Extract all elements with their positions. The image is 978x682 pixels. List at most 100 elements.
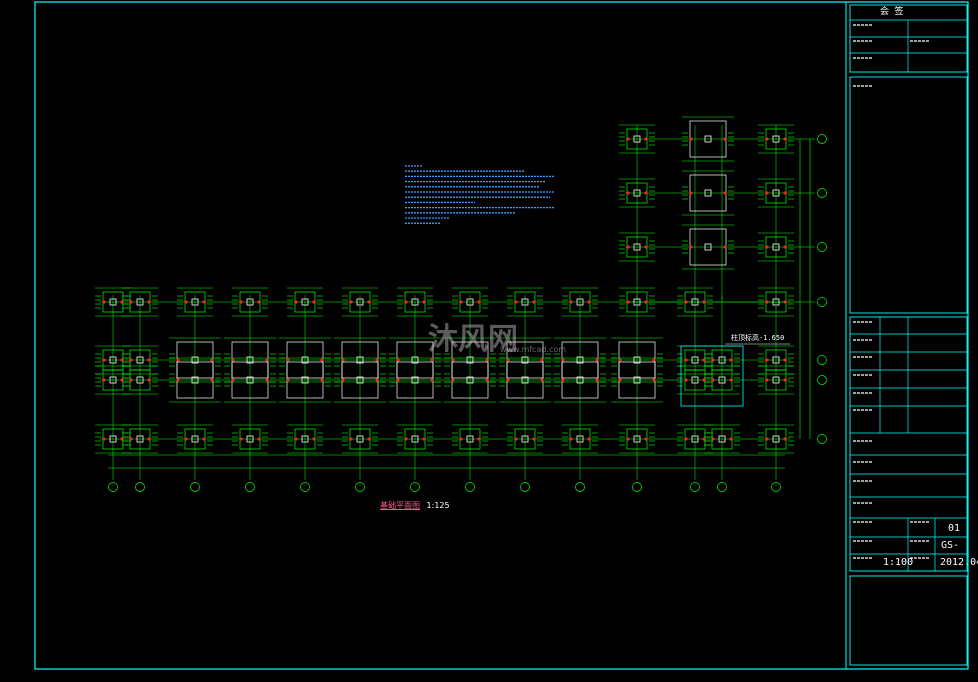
anchor-mark — [312, 300, 316, 304]
anchor-mark — [210, 358, 214, 362]
footing-group — [704, 424, 740, 454]
footing-group — [397, 287, 433, 317]
title-block-sign-header: 会 签 — [880, 7, 904, 17]
anchor-mark — [644, 437, 648, 441]
drawing-scale: 1:100 — [883, 557, 914, 568]
axis-bubble — [410, 482, 420, 492]
footing-group — [507, 424, 543, 454]
column-box — [521, 298, 529, 306]
column-box — [411, 435, 419, 443]
footing-group — [619, 232, 655, 262]
footing-group — [619, 424, 655, 454]
anchor-mark — [506, 378, 510, 382]
column-box — [246, 298, 254, 306]
anchor-mark — [684, 437, 688, 441]
anchor-mark — [652, 378, 656, 382]
footing-group — [682, 170, 734, 216]
footing-group — [677, 287, 713, 317]
anchor-mark — [561, 358, 565, 362]
watermark-logo: 沐风网 — [428, 322, 518, 357]
column-box — [136, 376, 144, 384]
anchor-mark — [765, 358, 769, 362]
anchor-mark — [644, 245, 648, 249]
anchor-mark — [485, 358, 489, 362]
anchor-mark — [312, 437, 316, 441]
axis-bubble — [817, 375, 827, 385]
footing-group — [177, 287, 213, 317]
anchor-mark — [711, 378, 715, 382]
anchor-mark — [129, 300, 133, 304]
anchor-mark — [702, 378, 706, 382]
footing-group — [279, 337, 331, 383]
axis-bubble — [817, 134, 827, 144]
anchor-mark — [783, 437, 787, 441]
anchor-mark — [689, 245, 693, 249]
plan-scale: 1:125 — [426, 501, 450, 510]
footing-group — [169, 357, 221, 403]
footing-group — [122, 287, 158, 317]
column-box — [633, 189, 641, 197]
anchor-mark — [375, 378, 379, 382]
column-box — [704, 189, 712, 197]
column-box — [109, 376, 117, 384]
footing-group — [177, 424, 213, 454]
anchor-mark — [532, 300, 536, 304]
anchor-mark — [514, 437, 518, 441]
column-box — [356, 298, 364, 306]
column-box — [191, 298, 199, 306]
anchor-mark — [459, 300, 463, 304]
anchor-mark — [626, 300, 630, 304]
anchor-mark — [430, 358, 434, 362]
anchor-mark — [569, 300, 573, 304]
axis-bubble — [300, 482, 310, 492]
footing-group — [758, 424, 794, 454]
anchor-mark — [783, 300, 787, 304]
title-block-cell — [849, 575, 968, 666]
column-box — [718, 435, 726, 443]
anchor-mark — [147, 378, 151, 382]
anchor-mark — [404, 437, 408, 441]
anchor-mark — [626, 191, 630, 195]
anchor-mark — [265, 378, 269, 382]
axis-bubble — [771, 482, 781, 492]
column-box — [718, 356, 726, 364]
column-box — [109, 298, 117, 306]
column-box — [772, 376, 780, 384]
anchor-mark — [375, 358, 379, 362]
column-box — [191, 376, 199, 384]
anchor-mark — [367, 437, 371, 441]
footing-group — [682, 116, 734, 162]
axis-bubble — [520, 482, 530, 492]
footing-group — [279, 357, 331, 403]
anchor-mark — [422, 437, 426, 441]
anchor-mark — [120, 437, 124, 441]
footing-group — [507, 287, 543, 317]
column-box — [301, 356, 309, 364]
column-box — [301, 376, 309, 384]
footing-group — [224, 337, 276, 383]
anchor-mark — [595, 378, 599, 382]
footing-group — [704, 365, 740, 395]
anchor-mark — [341, 358, 345, 362]
anchor-mark — [506, 358, 510, 362]
axis-bubble — [632, 482, 642, 492]
column-box — [356, 435, 364, 443]
column-box — [356, 376, 364, 384]
anchor-mark — [430, 378, 434, 382]
anchor-mark — [294, 300, 298, 304]
anchor-mark — [702, 358, 706, 362]
anchor-mark — [320, 358, 324, 362]
anchor-mark — [294, 437, 298, 441]
footing-group — [232, 287, 268, 317]
general-notes — [405, 165, 555, 224]
anchor-mark — [257, 300, 261, 304]
anchor-mark — [396, 378, 400, 382]
footing-group — [287, 287, 323, 317]
anchor-mark — [561, 378, 565, 382]
column-box — [246, 435, 254, 443]
anchor-mark — [120, 378, 124, 382]
anchor-mark — [689, 191, 693, 195]
anchor-mark — [367, 300, 371, 304]
axis-bubble — [108, 482, 118, 492]
